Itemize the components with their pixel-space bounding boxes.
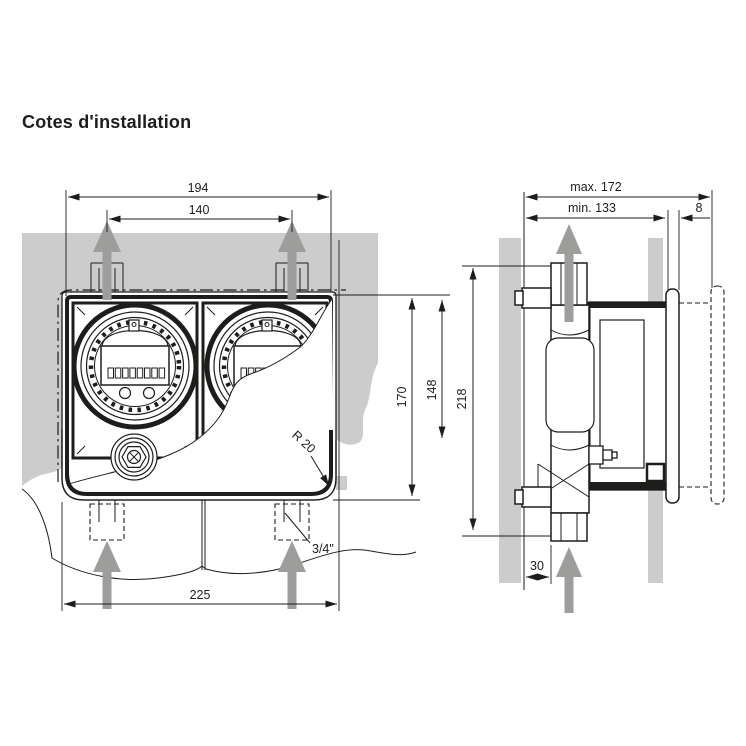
dim-connection-size: 3/4" [312, 542, 334, 556]
torn-paper-edge [21, 488, 417, 580]
side-view: max. 172 min. 133 8 218 30 [455, 180, 725, 613]
side-view-dimensions: max. 172 min. 133 8 218 30 [455, 180, 713, 584]
pipe-connections [89, 262, 310, 570]
dim-plate-thickness: 8 [696, 201, 703, 215]
register-window [100, 345, 170, 386]
sensor-port [588, 445, 604, 465]
dim-box-width: 225 [190, 588, 211, 602]
dim-depth-min: min. 133 [568, 201, 616, 215]
phantom-line [57, 289, 346, 482]
box-bottom-edge [65, 420, 333, 496]
front-view-dimensions: 194 140 225 170 148 R 20 3/4" [61, 181, 450, 611]
dim-pipe-spacing: 140 [189, 203, 210, 217]
union-nut [110, 433, 158, 481]
digit-cells [107, 367, 166, 379]
page-title: Cotes d'installation [22, 112, 192, 132]
dim-depth-max: max. 172 [570, 180, 621, 194]
dim-inner-height: 148 [425, 380, 439, 401]
flow-arrows-side [556, 224, 582, 613]
mounting-plate [665, 288, 680, 504]
dim-bottom-clearance: 30 [530, 559, 544, 573]
dim-total-height: 218 [455, 389, 469, 410]
flow-arrows-front [93, 221, 306, 609]
cover-plate-dashed [679, 285, 725, 505]
dim-overall-width: 194 [188, 181, 209, 195]
meter-left [71, 302, 199, 430]
front-view: 194 140 225 170 148 R 20 3/4" [21, 181, 450, 611]
wall-surface [22, 233, 378, 490]
seal-tab [128, 319, 140, 332]
dim-box-height: 170 [395, 387, 409, 408]
